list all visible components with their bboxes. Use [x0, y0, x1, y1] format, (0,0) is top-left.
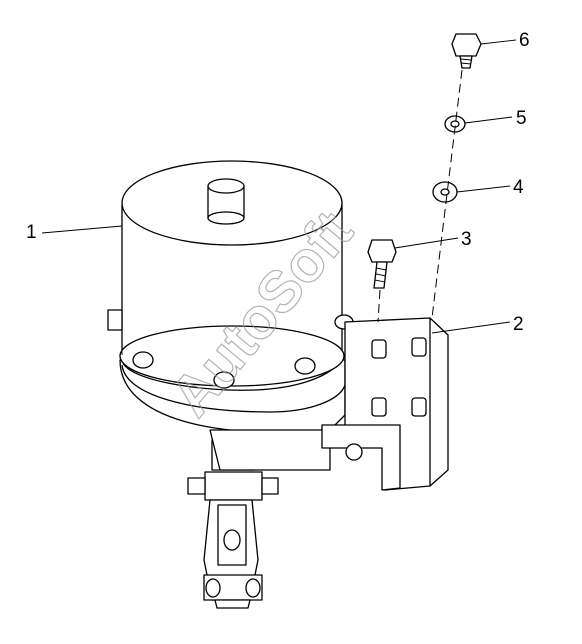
callout-6: 6: [519, 30, 530, 51]
mounting-bracket: [321, 317, 449, 491]
cylinder-body: [107, 160, 354, 391]
callout-4: 4: [513, 177, 524, 198]
axis-line-bolt-3: [377, 289, 381, 323]
callout-3: 3: [461, 229, 472, 250]
clevis-linkage: [187, 439, 279, 609]
leader-lines: [41, 39, 517, 334]
washer-part-4: [432, 181, 458, 203]
bolt-part-3: [367, 239, 397, 289]
callout-1: 1: [26, 222, 37, 243]
callout-2: 2: [513, 314, 524, 335]
bolt-part-6: [451, 33, 482, 69]
callout-5: 5: [516, 108, 527, 129]
